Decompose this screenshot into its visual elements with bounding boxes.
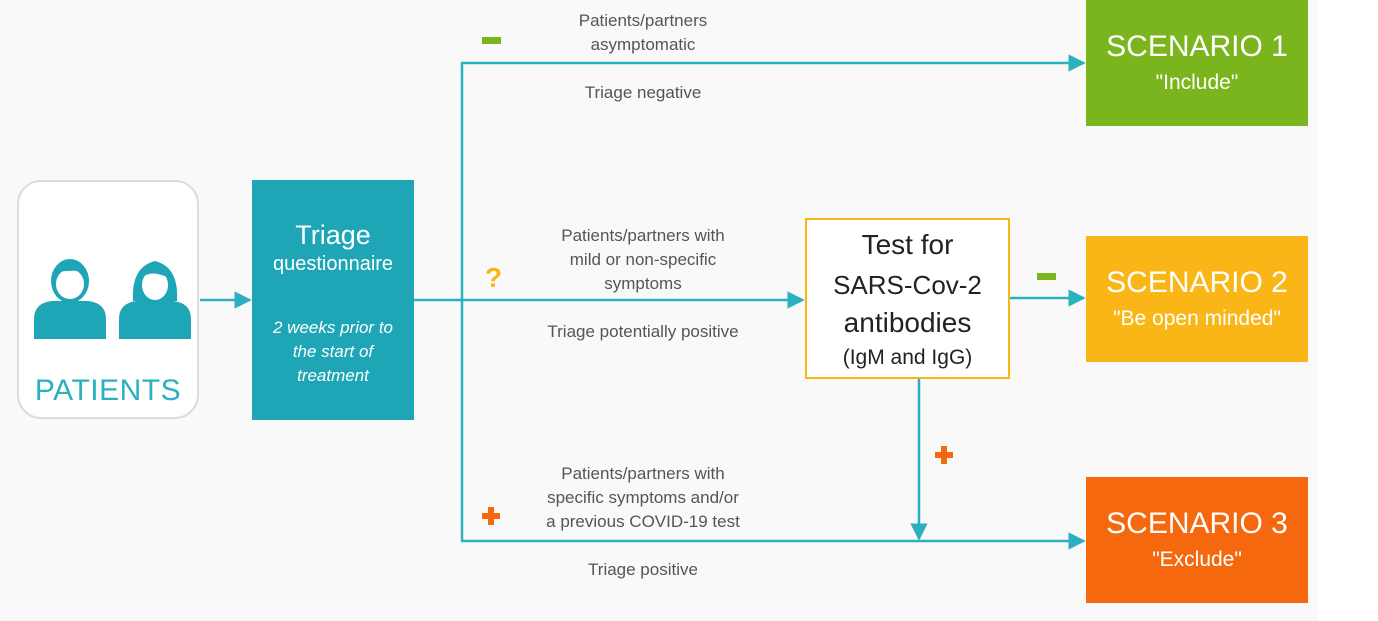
bottom-branch-label: Patients/partners with specific symptoms… bbox=[513, 462, 773, 534]
triage-note-line: 2 weeks prior to bbox=[273, 318, 393, 337]
question-mark-icon: ? bbox=[485, 262, 503, 293]
branch-label-line: Patients/partners with bbox=[561, 464, 725, 483]
top-branch-label: Patients/partners asymptomatic bbox=[528, 9, 758, 57]
test-virus: SARS-Cov-2 bbox=[833, 270, 982, 300]
triage-negative-label: Triage negative bbox=[584, 83, 702, 102]
scenario-title: SCENARIO 3 bbox=[1106, 507, 1288, 540]
triage-questionnaire-box: Triage questionnaire 2 weeks prior to th… bbox=[252, 180, 414, 420]
scenario-3-box: SCENARIO 3 "Exclude" bbox=[1086, 477, 1308, 603]
scenario-title: SCENARIO 2 bbox=[1106, 266, 1288, 299]
test-title: Test for bbox=[861, 229, 954, 260]
branch-label-line: a previous COVID-19 test bbox=[546, 512, 740, 531]
triage-potentially-positive-label: Triage potentially positive bbox=[547, 322, 739, 341]
test-igm-igg: (IgM and IgG) bbox=[842, 346, 973, 369]
triage-positive-label: Triage positive bbox=[588, 560, 698, 579]
scenario-subtitle: "Be open minded" bbox=[1113, 307, 1281, 330]
branch-label-line: Patients/partners bbox=[578, 11, 708, 30]
triage-note: 2 weeks prior to the start of treatment bbox=[258, 316, 408, 388]
branch-label-line: mild or non-specific bbox=[569, 250, 717, 269]
patients-label: PATIENTS bbox=[34, 374, 182, 407]
scenario-2-box: SCENARIO 2 "Be open minded" bbox=[1086, 236, 1308, 362]
triage-note-line: the start of bbox=[292, 342, 374, 361]
triage-note-line: treatment bbox=[297, 366, 369, 385]
scenario-title: SCENARIO 1 bbox=[1106, 30, 1288, 63]
plus-icon-test bbox=[935, 446, 953, 464]
branch-label-line: symptoms bbox=[604, 274, 682, 293]
branch-label-line: specific symptoms and/or bbox=[547, 488, 739, 507]
scenario-subtitle: "Exclude" bbox=[1152, 548, 1242, 571]
plus-icon-bottom bbox=[482, 507, 500, 525]
scenario-1-box: SCENARIO 1 "Include" bbox=[1086, 0, 1308, 126]
test-antibodies: antibodies bbox=[843, 307, 972, 338]
branch-label-line: asymptomatic bbox=[590, 35, 696, 54]
antibody-test-box: Test for SARS-Cov-2 antibodies (IgM and … bbox=[805, 218, 1010, 379]
scenario-subtitle: "Include" bbox=[1155, 71, 1239, 94]
triage-subtitle: questionnaire bbox=[272, 253, 394, 275]
patients-box: PATIENTS bbox=[17, 180, 199, 419]
minus-icon-test bbox=[1037, 273, 1056, 280]
minus-icon-top bbox=[482, 37, 501, 44]
middle-branch-label: Patients/partners with mild or non-speci… bbox=[518, 224, 768, 296]
male-person-icon bbox=[34, 259, 106, 339]
triage-title: Triage bbox=[295, 220, 371, 250]
female-person-icon bbox=[119, 261, 191, 339]
branch-label-line: Patients/partners with bbox=[561, 226, 725, 245]
